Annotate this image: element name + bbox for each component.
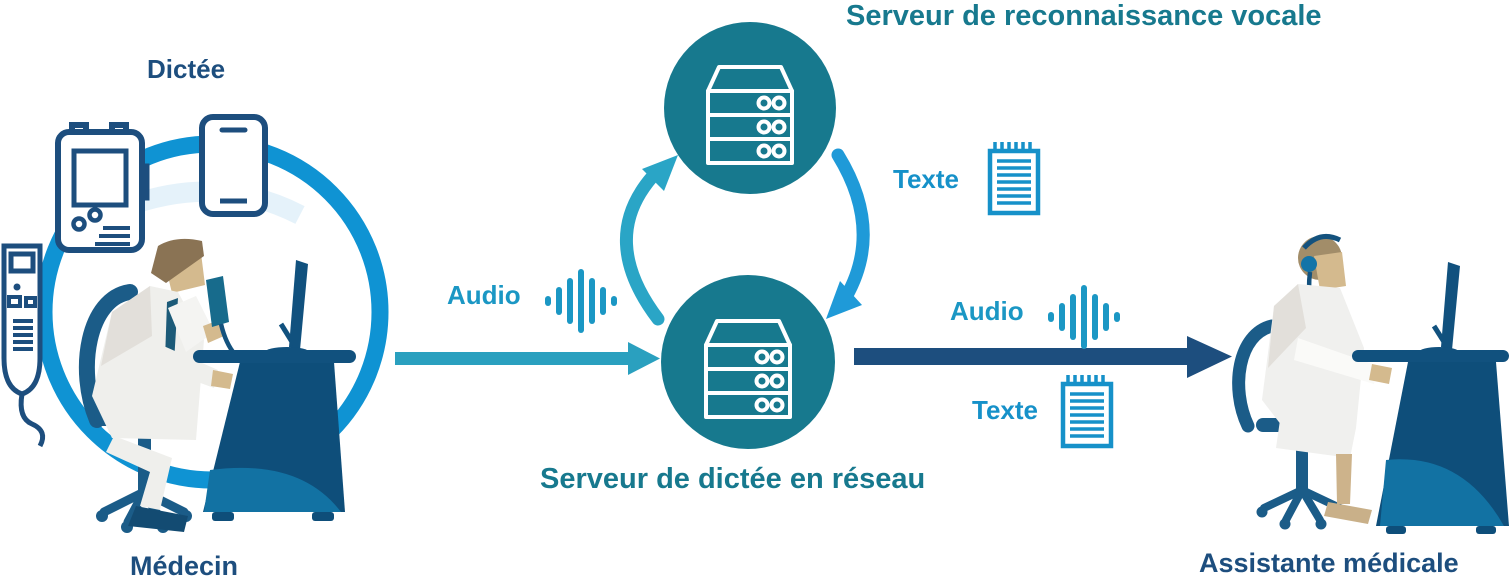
circular-sync-arrows <box>619 148 870 326</box>
waveform-icon <box>1048 285 1120 349</box>
assistant-monitor <box>1419 262 1460 357</box>
notepad-icon <box>1060 375 1114 449</box>
audio-arrow-left <box>395 342 660 375</box>
label-dictation: Dictée <box>147 54 226 84</box>
waveform-icon <box>545 269 617 333</box>
assistant-illustration <box>1232 233 1509 534</box>
doctor-figure <box>92 238 274 532</box>
audio-texte-arrow-right <box>854 336 1232 378</box>
server-icon <box>704 319 792 419</box>
assistant-desk <box>1352 350 1509 534</box>
server-icon <box>706 65 794 165</box>
label-doctor: Médecin <box>130 551 239 581</box>
label-texte-top: Texte <box>893 164 959 194</box>
doctor-monitor <box>265 260 309 357</box>
label-audio-left: Audio <box>447 280 521 310</box>
arc-up-arrow <box>619 155 678 326</box>
arc-down-arrow <box>826 148 870 319</box>
label-audio-right: Audio <box>950 296 1024 326</box>
label-assistant: Assistante médicale <box>1199 548 1459 578</box>
label-texte-right: Texte <box>972 395 1038 425</box>
recognition-server-node <box>664 22 836 194</box>
title-network-dictation-server: Serveur de dictée en réseau <box>540 463 926 495</box>
handheld-mic-icon <box>1 243 46 448</box>
title-recognition-server: Serveur de reconnaissance vocale <box>846 0 1322 32</box>
dictation-server-node <box>661 275 835 449</box>
doctor-illustration <box>1 114 389 533</box>
doctor-desk <box>193 350 356 521</box>
notepad-icon <box>987 142 1041 216</box>
smartphone-icon <box>199 114 268 217</box>
voice-recorder-icon <box>55 122 150 253</box>
assistant-figure <box>1262 233 1392 524</box>
